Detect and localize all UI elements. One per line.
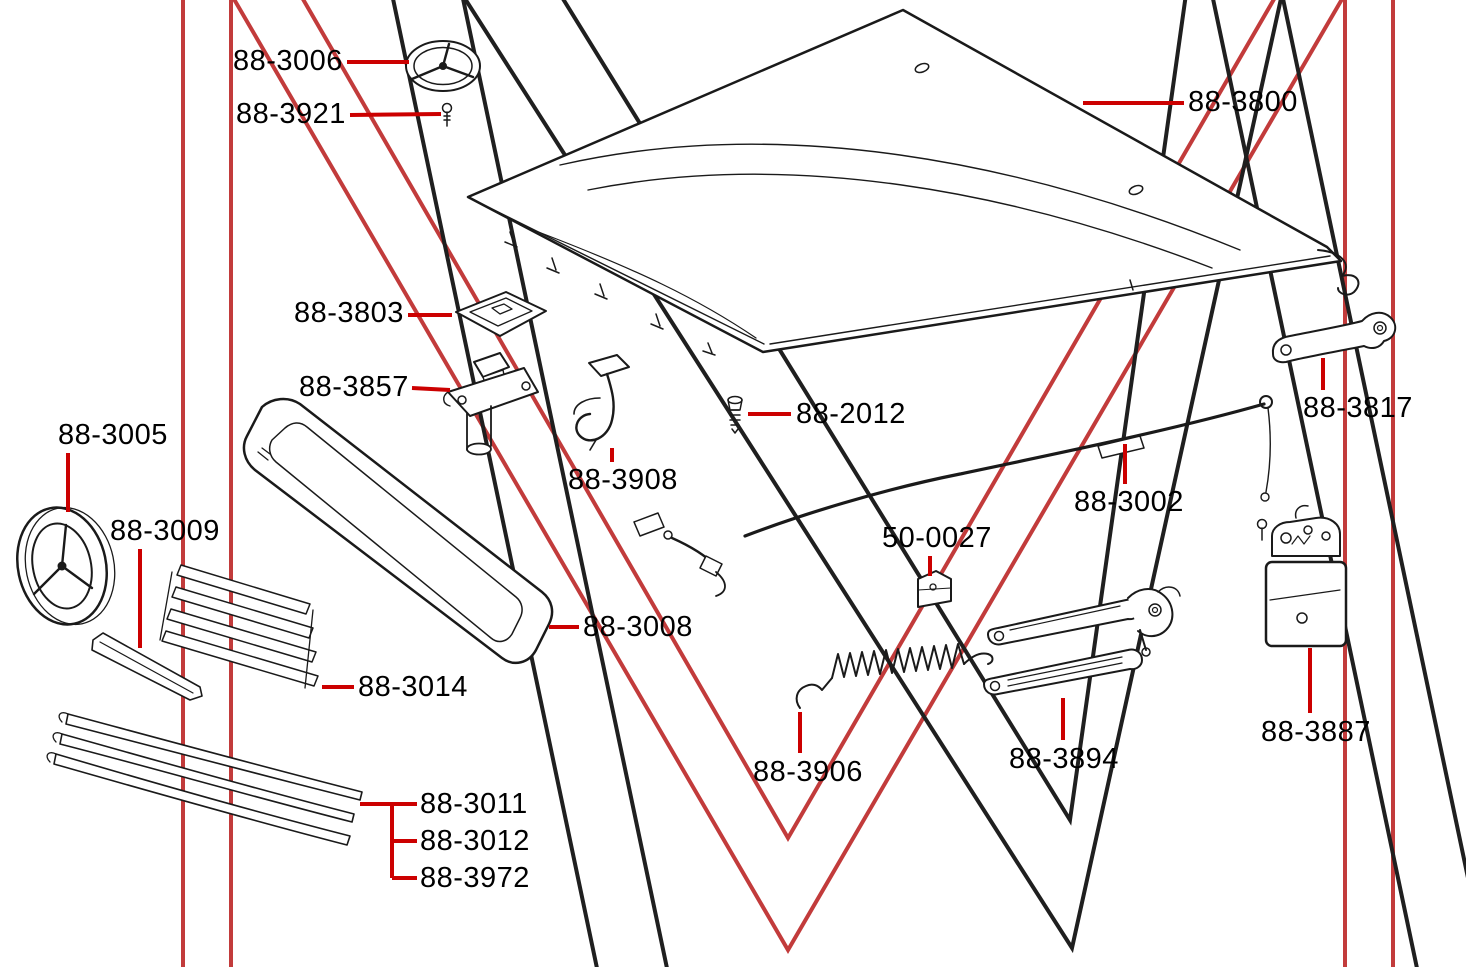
part-number-label: 88-3012 — [420, 825, 530, 857]
hinge-bracket-drawing — [1271, 311, 1397, 364]
grille-louvers-drawing — [159, 564, 319, 689]
part-number-label: 88-3921 — [236, 98, 346, 130]
part-number-label: 88-3887 — [1261, 716, 1371, 748]
safety-hook-drawing — [573, 354, 630, 451]
leader-88-3921 — [349, 112, 442, 117]
part-number-label: 88-3006 — [233, 45, 343, 77]
lower-moldings-drawing — [46, 712, 363, 846]
prop-arm-drawing — [983, 586, 1181, 696]
part-number-label: 88-3972 — [420, 862, 530, 894]
hood-latch-drawing — [443, 352, 539, 456]
leader-88-3857 — [411, 386, 451, 392]
grille-star-ring-drawing — [15, 506, 116, 626]
hinge-plate-drawing — [455, 291, 547, 337]
hood-panel-drawing — [466, 8, 1360, 356]
tension-spring-drawing — [795, 643, 994, 709]
part-number-label: 88-3908 — [568, 464, 678, 496]
part-number-label: 88-3002 — [1074, 486, 1184, 518]
part-number-label: 88-3906 — [753, 756, 863, 788]
part-number-label: 88-3011 — [420, 788, 528, 820]
part-number-label: 88-3009 — [110, 515, 220, 547]
part-number-label: 88-3008 — [583, 611, 693, 643]
part-number-label: 88-2012 — [796, 398, 906, 430]
part-number-label: 50-0027 — [882, 522, 992, 554]
lock-assembly-drawing — [1256, 504, 1348, 648]
emblem-screw-drawing — [441, 102, 453, 127]
cable-clip-drawing — [917, 570, 952, 608]
grille-molding-drawing — [91, 632, 203, 701]
part-number-label: 88-3014 — [358, 671, 468, 703]
part-number-label: 88-3817 — [1303, 392, 1413, 424]
leader-lines — [66, 60, 1325, 880]
part-number-label: 88-3005 — [58, 419, 168, 451]
part-number-label: 88-3800 — [1188, 86, 1298, 118]
part-number-label: 88-3803 — [294, 297, 404, 329]
part-number-label: 88-3894 — [1009, 743, 1119, 775]
grille-frame-drawing — [242, 397, 554, 665]
hood-star-emblem-drawing — [405, 40, 481, 92]
release-cable-drawing — [633, 395, 1273, 597]
bolt-drawing — [727, 395, 743, 434]
part-number-label: 88-3857 — [299, 371, 409, 403]
